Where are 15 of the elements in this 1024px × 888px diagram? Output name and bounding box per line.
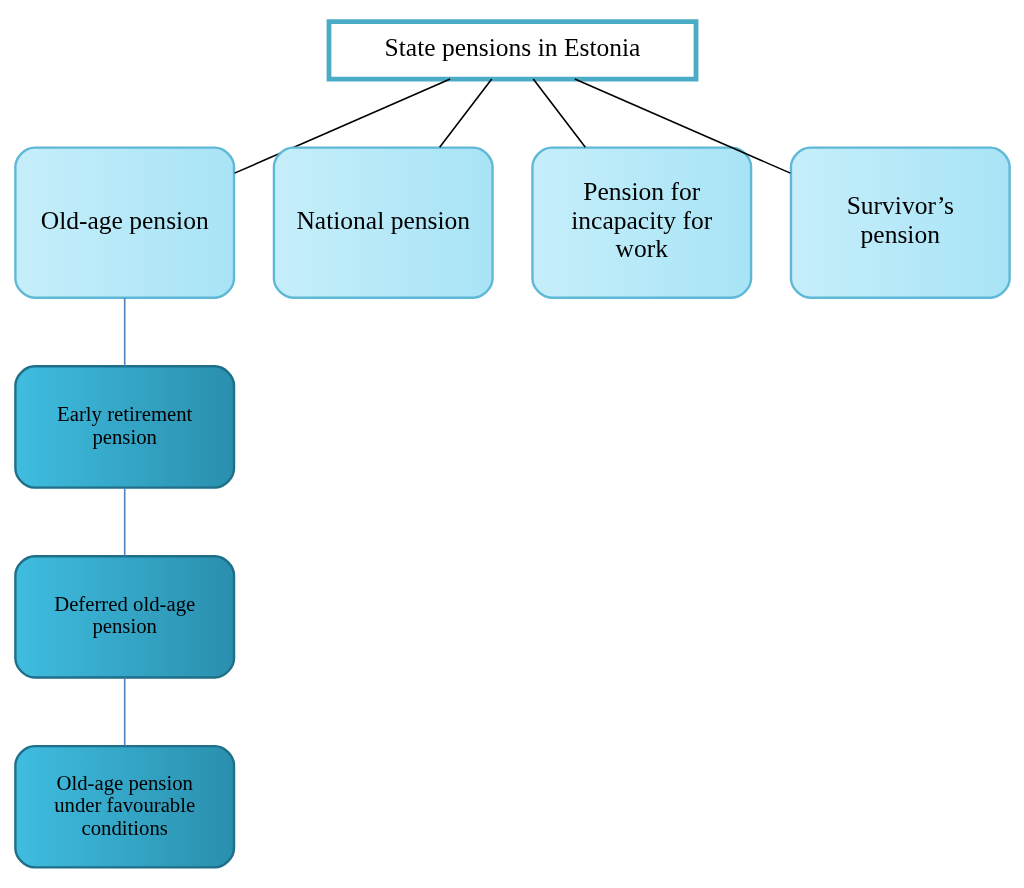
connector — [233, 77, 451, 174]
node-box: Survivor’s pension — [789, 145, 1011, 299]
connector — [438, 77, 493, 148]
node-box: Deferred old-age pension — [13, 554, 235, 679]
node-box: Pension for incapacity for work — [530, 145, 752, 299]
connector — [531, 77, 586, 148]
connector — [573, 77, 791, 174]
connector — [123, 296, 125, 367]
node-box: National pension — [272, 145, 494, 299]
node-box: Early retirement pension — [13, 364, 235, 489]
connector — [123, 676, 125, 747]
node-box: State pensions in Estonia — [326, 18, 698, 81]
node-box: Old-age pension — [13, 145, 235, 299]
node-box: Old-age pension under favourable conditions — [13, 744, 235, 869]
connector — [123, 486, 125, 557]
